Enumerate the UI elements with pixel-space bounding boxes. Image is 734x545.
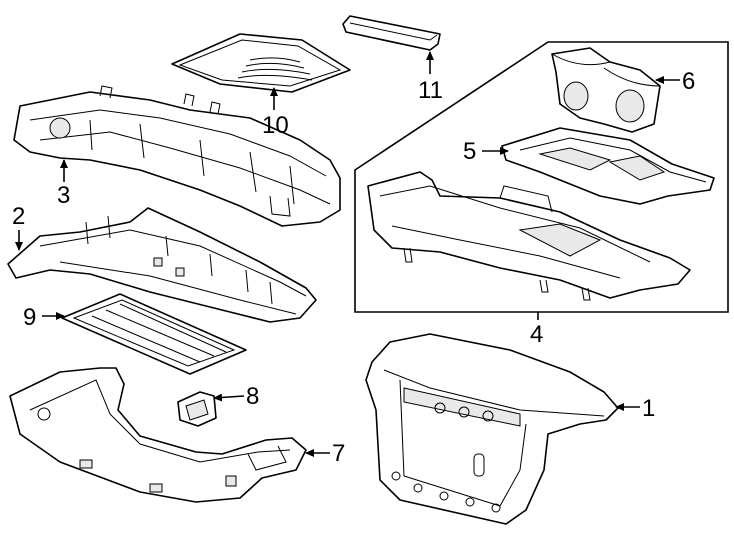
part-4-housing	[367, 171, 691, 301]
part-7-base	[9, 367, 307, 503]
part-5-trim	[501, 127, 715, 205]
part-2-bracket	[7, 207, 317, 323]
callout-2: 2	[12, 203, 25, 230]
callout-9: 9	[23, 304, 36, 331]
part-1-armrest	[365, 333, 619, 525]
part-3-frame	[13, 85, 341, 227]
callout-8: 8	[246, 383, 259, 410]
callout-7: 7	[332, 440, 345, 467]
callout-labels: 1 2 3 4 5 6 7 8 9 10 11	[12, 68, 695, 467]
leader-8	[213, 393, 245, 402]
part-6-cupholder	[551, 47, 661, 133]
part-8-clip	[177, 391, 217, 427]
callout-6: 6	[682, 68, 695, 95]
part-10-mat	[171, 33, 351, 93]
callout-4: 4	[530, 321, 543, 348]
callout-3: 3	[57, 182, 70, 209]
assembly-box-4	[354, 41, 729, 313]
leaders	[15, 51, 680, 457]
part-11-tray	[342, 15, 441, 51]
callout-5: 5	[463, 138, 476, 165]
callout-1: 1	[642, 395, 655, 422]
callout-11: 11	[418, 77, 443, 104]
part-9-mat	[61, 293, 247, 375]
callout-10: 10	[262, 112, 289, 139]
